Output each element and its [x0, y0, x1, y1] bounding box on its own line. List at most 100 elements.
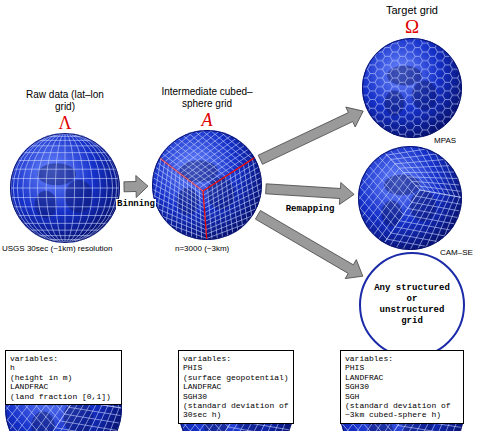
- globe-stroke: [387, 239, 446, 250]
- globe-stroke: [351, 187, 391, 233]
- globe-stroke: [203, 191, 207, 243]
- variables-box: variables:h(height in m)LANDFRAC(land fr…: [5, 350, 122, 405]
- globe-stroke: [374, 181, 412, 235]
- globe-stroke: [146, 215, 207, 238]
- globe-stroke: [378, 186, 416, 240]
- block-arrow: [255, 211, 362, 279]
- globe-grid: [0, 343, 125, 431]
- globe-stroke: [145, 221, 207, 243]
- globe-stroke: [365, 173, 404, 225]
- globe-sphere: [10, 133, 120, 243]
- globe-stroke: [65, 133, 75, 243]
- globe-stroke: [423, 195, 449, 252]
- globe-stroke: [149, 199, 206, 225]
- globe-stroke: [430, 196, 454, 254]
- grid-symbol: Ω: [400, 17, 424, 37]
- globe-stroke: [65, 133, 113, 243]
- globe-sphere: [178, 350, 294, 431]
- globe-stroke: [412, 181, 460, 185]
- box-heading: variables:: [345, 354, 459, 363]
- globe-grid: [362, 38, 462, 138]
- globe-stroke: [0, 409, 33, 431]
- globe-stroke: [94, 408, 119, 431]
- globe-outline: [153, 131, 262, 240]
- node-text: LANDFRAC: [345, 373, 459, 382]
- node-text: (surface geopotential): [183, 373, 289, 382]
- globe-stroke: [155, 162, 164, 224]
- globe-stroke: [79, 406, 108, 431]
- node-text: (land fraction [0,1]): [10, 392, 117, 401]
- globe-stroke: [30, 133, 65, 243]
- grid-circle-outline: [360, 253, 464, 357]
- globe-stroke: [391, 233, 448, 244]
- globe-stroke: [437, 197, 460, 255]
- globe-stroke: [408, 208, 458, 217]
- annotation: n=3000 (~3km): [175, 244, 229, 253]
- globe-stroke: [374, 161, 412, 202]
- globe-figure: [10, 133, 120, 243]
- globe-stroke: [383, 190, 420, 245]
- variables-box: variables:PHISLANDFRACSGH30SGH(standard …: [340, 350, 464, 424]
- globe-stroke: [65, 133, 107, 243]
- globe-stroke: [145, 156, 157, 221]
- globe-outline: [359, 147, 462, 250]
- globe-sphere: [340, 350, 464, 431]
- globe-stroke: [17, 133, 65, 243]
- node-text: PHIS: [345, 363, 459, 372]
- node-text: MPAS: [434, 136, 456, 145]
- globe-figure: [161, 343, 297, 431]
- globe-stroke: [37, 133, 65, 243]
- node-text: Any structured or unstructured grid: [374, 283, 450, 327]
- globe-stroke: [148, 205, 206, 230]
- globe-sphere: [362, 38, 462, 138]
- globe-grid: [342, 139, 464, 256]
- node-text: PHIS: [183, 363, 289, 372]
- globe-stroke: [248, 162, 259, 224]
- globe-node: Raw data (lat–lon grid)Λ: [10, 133, 120, 243]
- land-mass: [38, 163, 77, 185]
- globe-stroke: [65, 133, 84, 243]
- globe-stroke: [11, 133, 65, 243]
- box-heading: variables:: [10, 354, 117, 363]
- globe-stroke: [399, 165, 453, 168]
- globe-stroke: [46, 133, 65, 243]
- globe-stroke: [408, 177, 458, 179]
- globe-stroke: [206, 199, 265, 225]
- globe-stroke: [23, 133, 65, 243]
- globe-stroke: [444, 198, 465, 257]
- cube-edge: [203, 156, 257, 191]
- globe-sphere: [358, 146, 462, 250]
- globe-figure: [0, 343, 125, 431]
- globe-stroke: [207, 114, 257, 157]
- node-text: SGH: [345, 392, 459, 401]
- globe-stroke: [423, 143, 449, 195]
- globe-stroke: [398, 425, 459, 431]
- globe-node: Intermediate cubed–sphere gridA: [152, 130, 262, 240]
- globe-stroke: [157, 114, 207, 157]
- node-text: (standard deviation of ~3km cubed-sphere…: [345, 401, 459, 420]
- globe-grid: [145, 114, 269, 243]
- globe-stroke: [356, 164, 395, 214]
- node-text: Λ: [50, 114, 80, 132]
- globe-figure: [362, 38, 462, 138]
- globe-grid: [10, 133, 120, 243]
- globe-stroke: [205, 194, 264, 221]
- globe-stroke: [342, 198, 382, 245]
- annotation: USGS 30sec (~1km) resolution: [2, 244, 113, 253]
- globe-stroke: [351, 159, 391, 208]
- node-text: LANDFRAC: [10, 382, 117, 391]
- cube-edge: [203, 191, 207, 243]
- globe-stroke: [150, 194, 205, 221]
- node-text: Raw data (lat–lon grid): [20, 89, 110, 113]
- globe-stroke: [369, 177, 407, 230]
- globe-stroke: [65, 133, 66, 243]
- globe-stroke: [444, 139, 465, 198]
- node-text: (height in m): [10, 373, 117, 382]
- land-mass: [65, 180, 93, 213]
- globe-stroke: [395, 159, 451, 164]
- globe-stroke: [437, 141, 460, 197]
- globe-stroke: [60, 421, 117, 431]
- globe-grid: [161, 343, 297, 431]
- node-text: SGH30: [345, 382, 459, 391]
- globe-stroke: [347, 193, 387, 239]
